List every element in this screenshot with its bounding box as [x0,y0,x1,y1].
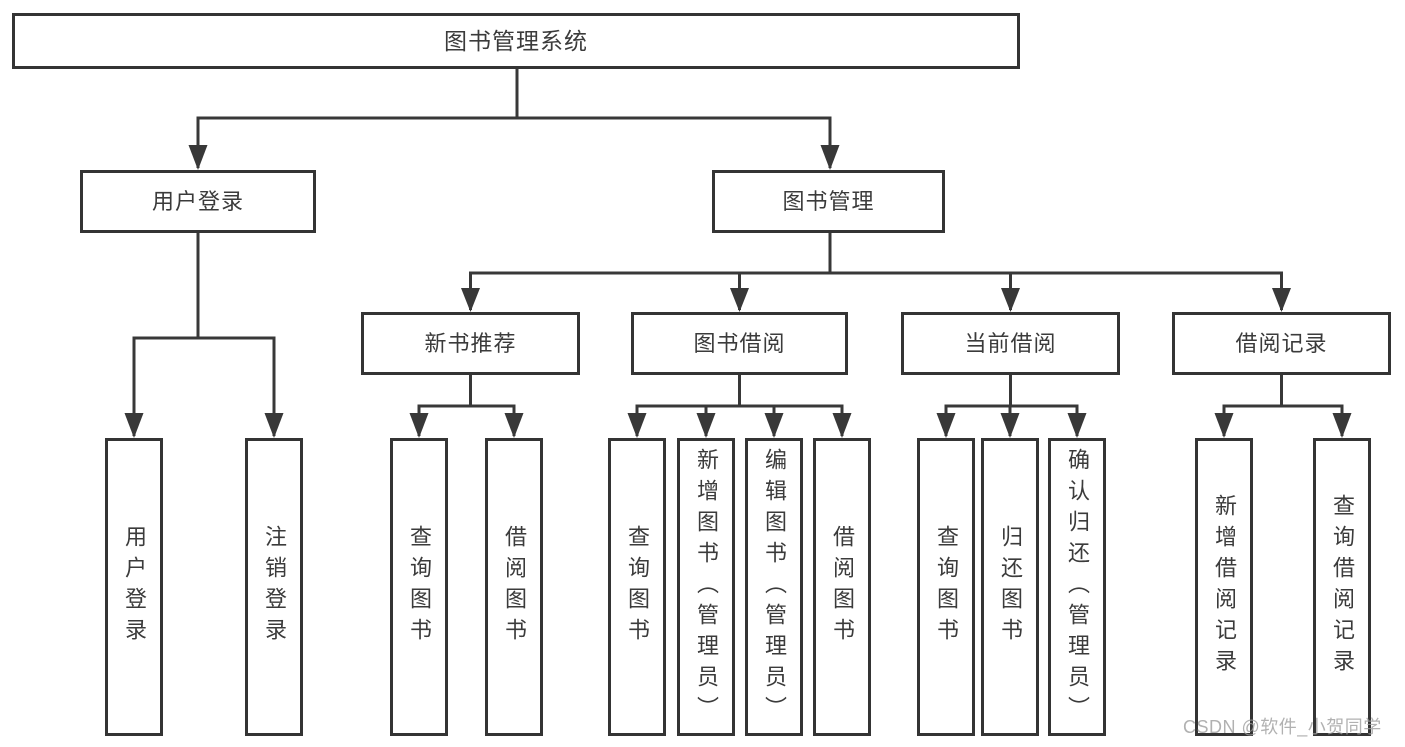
node-label: 确认归还（管理员） [1065,447,1090,727]
node-new-books: 新书推荐 [361,312,580,375]
node-label: 用户登录 [151,188,244,214]
node-label: 新增图书（管理员） [694,447,719,727]
node-label: 借阅记录 [1235,330,1328,356]
node-label: 查询借阅记录 [1330,494,1355,680]
node-label: 用户登录 [122,525,147,649]
leaf-query-books-3: 查询图书 [917,438,975,736]
leaf-logout: 注销登录 [245,438,303,736]
node-label: 归还图书 [998,525,1023,649]
node-book-borrow: 图书借阅 [631,312,848,375]
node-label: 借阅图书 [502,525,527,649]
arrowheads [124,145,1352,438]
csdn-watermark: CSDN @软件_小贺同学 [1183,717,1382,737]
node-label: 新书推荐 [424,330,517,356]
node-label: 查询图书 [934,525,959,649]
leaf-query-books-2: 查询图书 [608,438,666,736]
node-book-management: 图书管理 [712,170,945,233]
leaf-query-books-1: 查询图书 [390,438,448,736]
node-label: 查询图书 [625,525,650,649]
leaf-return-books: 归还图书 [981,438,1039,736]
node-label: 图书借阅 [693,330,786,356]
leaf-add-books-admin: 新增图书（管理员） [677,438,735,736]
leaf-confirm-return-admin: 确认归还（管理员） [1048,438,1106,736]
node-current-borrow: 当前借阅 [901,312,1120,375]
leaf-query-borrow-record: 查询借阅记录 [1313,438,1371,736]
node-root-system: 图书管理系统 [12,13,1020,69]
node-user-login: 用户登录 [80,170,316,233]
leaf-edit-books-admin: 编辑图书（管理员） [745,438,803,736]
node-label: 新增借阅记录 [1212,494,1237,680]
connector-lines [132,69,1344,436]
leaf-borrow-books-1: 借阅图书 [485,438,543,736]
leaf-borrow-books-2: 借阅图书 [813,438,871,736]
node-borrow-records: 借阅记录 [1172,312,1391,375]
node-label: 查询图书 [407,525,432,649]
leaf-user-login: 用户登录 [105,438,163,736]
leaf-add-borrow-record: 新增借阅记录 [1195,438,1253,736]
node-label: 图书管理系统 [444,27,588,54]
node-label: 图书管理 [782,188,875,214]
node-label: 借阅图书 [830,525,855,649]
node-label: 编辑图书（管理员） [762,447,787,727]
node-label: 注销登录 [262,525,287,649]
node-label: 当前借阅 [964,330,1057,356]
